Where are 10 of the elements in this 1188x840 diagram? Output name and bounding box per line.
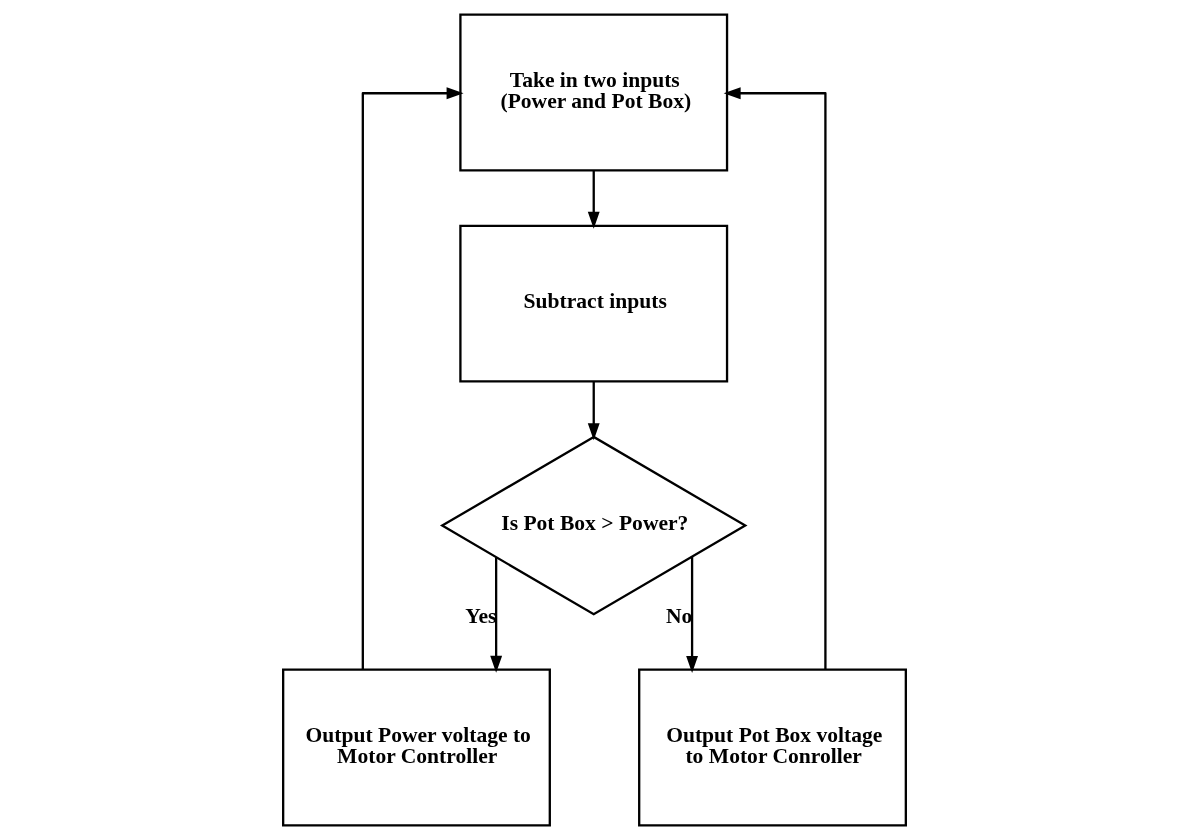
arrow	[723, 87, 827, 670]
arrow	[361, 87, 464, 670]
arrow	[685, 556, 698, 673]
node-box: Subtract inputs	[458, 224, 728, 383]
arrow	[587, 381, 600, 441]
arrow	[489, 557, 502, 673]
node-box: Take in two inputs (Power and Pot Box)	[458, 13, 728, 172]
arrow	[587, 170, 600, 229]
node-box: Output Power voltage to Motor Controller	[281, 668, 551, 827]
node-box: Output Pot Box voltage to Motor Conroller	[637, 668, 907, 827]
